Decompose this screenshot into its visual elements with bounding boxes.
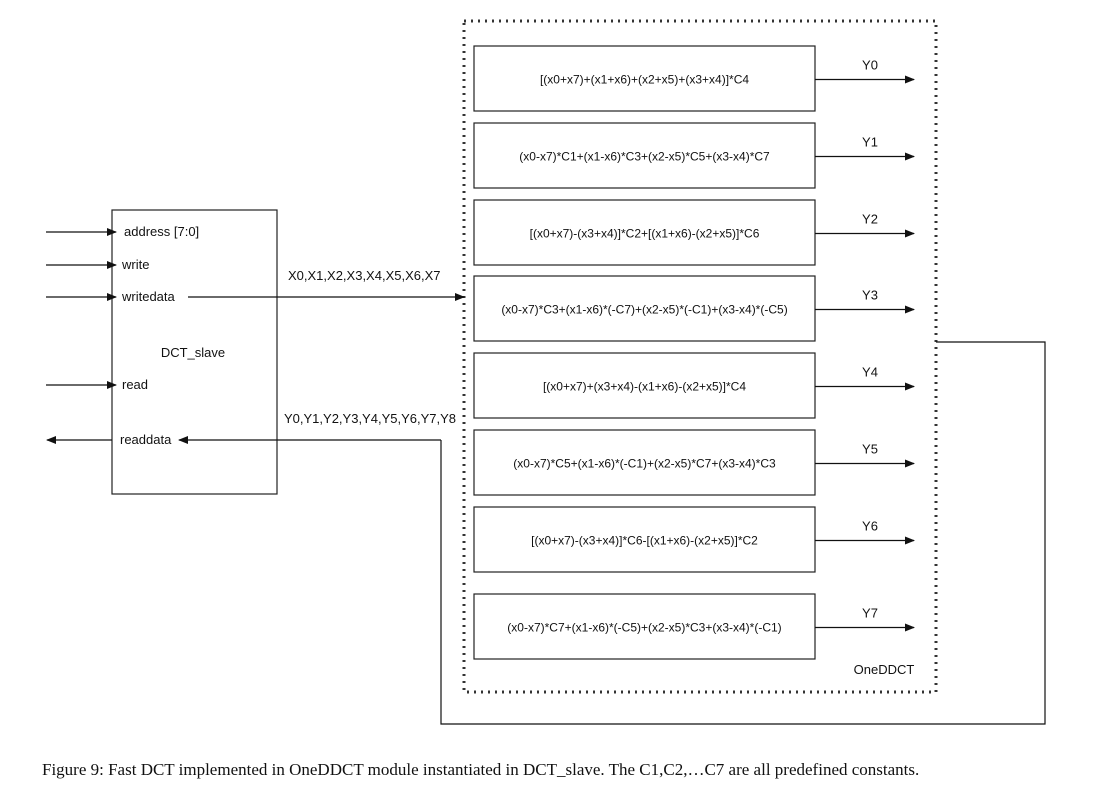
port-write-label: write [121,257,149,272]
equation-formula-4: [(x0+x7)+(x3+x4)-(x1+x6)-(x2+x5)]*C4 [543,380,746,394]
dct-diagram: OneDDCT DCT_slave address [7:0] write wr… [46,19,1046,725]
equation-formula-0: [(x0+x7)+(x1+x6)+(x2+x5)+(x3+x4)]*C4 [540,73,749,87]
output-label-5: Y5 [862,442,878,457]
equation-box-4 [473,352,816,419]
equation-formula-5: (x0-x7)*C5+(x1-x6)*(-C1)+(x2-x5)*C7+(x3-… [513,457,776,471]
equation-box-2 [473,199,816,266]
feedback-loop-line [440,341,1046,725]
output-label-2: Y2 [862,212,878,227]
equation-box-0 [473,45,816,112]
equation-box-7 [473,593,816,660]
output-label-0: Y0 [862,58,878,73]
output-label-3: Y3 [862,288,878,303]
equation-box-1 [473,122,816,189]
equation-formula-3: (x0-x7)*C3+(x1-x6)*(-C7)+(x2-x5)*(-C1)+(… [501,303,787,317]
output-bus-label: Y0,Y1,Y2,Y3,Y4,Y5,Y6,Y7,Y8 [284,411,456,426]
input-bus-label: X0,X1,X2,X3,X4,X5,X6,X7 [288,268,441,283]
port-writedata-label: writedata [121,289,176,304]
equation-rows: [(x0+x7)+(x1+x6)+(x2+x5)+(x3+x4)]*C4 Y0 (x… [473,45,915,660]
oneddct-module-boundary [462,19,938,694]
output-label-7: Y7 [862,606,878,621]
port-readdata-label: readdata [120,432,172,447]
dct-slave-title: DCT_slave [161,345,225,360]
equation-formula-6: [(x0+x7)-(x3+x4)]*C6-[(x1+x6)-(x2+x5)]*C… [531,534,758,548]
equation-formula-2: [(x0+x7)-(x3+x4)]*C2+[(x1+x6)-(x2+x5)]*C… [530,227,760,241]
figure-caption: Figure 9: Fast DCT implemented in OneDDC… [42,760,920,779]
equation-formula-7: (x0-x7)*C7+(x1-x6)*(-C5)+(x2-x5)*C3+(x3-… [507,621,781,635]
dct-slave-block [111,209,278,495]
equation-box-6 [473,506,816,573]
output-label-6: Y6 [862,519,878,534]
equation-box-5 [473,429,816,496]
port-read-label: read [122,377,148,392]
oneddct-module-label: OneDDCT [854,662,915,677]
output-label-4: Y4 [862,365,878,380]
port-address-label: address [7:0] [124,224,199,239]
equation-formula-1: (x0-x7)*C1+(x1-x6)*C3+(x2-x5)*C5+(x3-x4)… [519,150,770,164]
equation-box-3 [473,275,816,342]
output-label-1: Y1 [862,135,878,150]
